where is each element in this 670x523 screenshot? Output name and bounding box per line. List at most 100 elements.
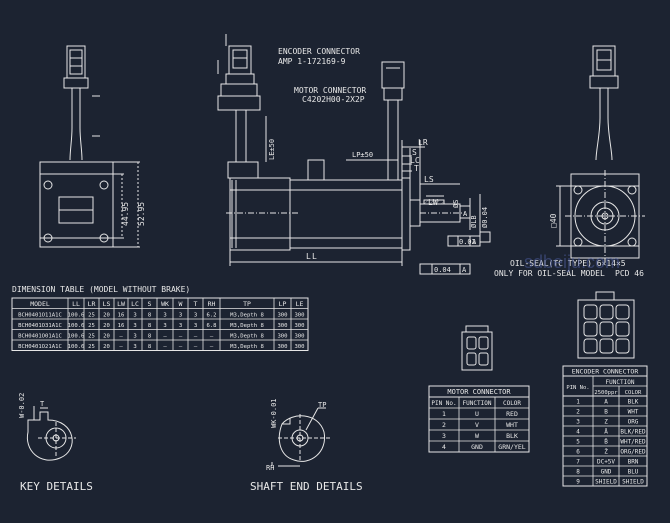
shaft-end-drawing xyxy=(271,407,330,467)
enc-table-frame xyxy=(562,395,648,487)
s-dim-label: S xyxy=(412,148,417,157)
motor-table-cell: W xyxy=(475,432,479,440)
dim-table-header: W xyxy=(179,300,183,308)
dim-table-header: LS xyxy=(103,300,111,308)
lr-dim-label: LR xyxy=(418,138,428,147)
dim-table-cell: 20 xyxy=(103,323,110,329)
ll-dim-label: L xyxy=(306,252,311,261)
key-t-label: T xyxy=(40,400,45,408)
dim-table-cell: 16 xyxy=(118,313,125,319)
motor-table-cell: BLK xyxy=(506,432,518,440)
dim-table-cell: M3,Depth 8 xyxy=(230,344,264,350)
dim-table-cell: 300 xyxy=(294,334,304,340)
lc-dim-label: LC xyxy=(410,156,420,165)
dim-table-header: RH xyxy=(208,300,216,308)
t-dim-label: T xyxy=(414,164,419,173)
dim-44-95: 44.95 xyxy=(121,202,130,226)
key-w-label: W-0.02 xyxy=(18,393,26,418)
dim-table-header: LE xyxy=(296,300,304,308)
enc-table-cell: GND xyxy=(601,469,612,476)
enc-table-cell: 8 xyxy=(576,469,580,476)
enc-table-cell: 5 xyxy=(576,439,580,446)
dim-table-cell: — xyxy=(119,334,123,340)
dim-table-cell: 3 xyxy=(133,323,136,329)
enc-table-cell: DC+5V xyxy=(597,459,615,466)
dim-table-cell: 8 xyxy=(148,344,152,350)
dim-52-95: 52.95 xyxy=(137,202,146,226)
motor-table-cell: 2 xyxy=(442,421,446,429)
enc-table-cell: BRN xyxy=(628,459,639,466)
dim-table-cell: BCH0401O21A1C xyxy=(18,344,62,350)
motor-table-header: FUNCTION xyxy=(463,400,492,407)
dim-table-header: LP xyxy=(279,300,287,308)
rear-view xyxy=(39,45,140,248)
enc-table-cell: BLU xyxy=(628,469,639,476)
dim-table-cell: 3 xyxy=(133,334,136,340)
dim-table-cell: 300 xyxy=(294,344,304,350)
watermark: sdbeiju.com xyxy=(524,252,620,272)
dim-table-cell: 100.6 xyxy=(68,344,85,350)
enc-table-cell: 7 xyxy=(576,459,580,466)
enc-table-cell: SHIELD xyxy=(622,479,644,486)
key-details-drawing xyxy=(26,406,76,461)
enc-table-header-color: COLOR xyxy=(625,390,642,396)
motor-table-cell: GND xyxy=(471,443,483,451)
flat-datum: A xyxy=(462,266,467,274)
dim-table-cell: 6.2 xyxy=(206,313,216,319)
dim-table-cell: — xyxy=(163,334,167,340)
dim-table-cell: 20 xyxy=(103,313,110,319)
dim-table-cell: 25 xyxy=(88,323,95,329)
oil-seal-label: OIL-SEAL(TC TYPE) 6×14×5 xyxy=(510,259,626,268)
enc-table-cell: 4 xyxy=(576,429,580,436)
dim-table-cell: — xyxy=(179,344,183,350)
pcd-label: PCD 46 xyxy=(615,269,644,278)
square-40-label: □40 xyxy=(549,213,558,228)
dim-table-header: WK xyxy=(161,300,169,308)
dim-table-cell: 300 xyxy=(277,344,287,350)
lp-dim-label: LP±50 xyxy=(352,151,373,159)
dim-table-cell: BCH0401O31A1C xyxy=(18,323,62,329)
dim-table-cell: 300 xyxy=(277,334,287,340)
motor-part-label: C4202H00-2X2P xyxy=(302,95,365,104)
motor-table-cell: RED xyxy=(506,410,518,418)
motor-connector-label: MOTOR CONNECTOR xyxy=(294,86,366,95)
dim-table-cell: 16 xyxy=(118,323,125,329)
enc-table-cell: ORG xyxy=(628,419,639,426)
tp-label: TP xyxy=(318,401,326,409)
ls-dim-label: LS xyxy=(424,175,434,184)
dim-table-cell: M3,Depth 8 xyxy=(230,334,264,340)
datum-a-label: A xyxy=(463,210,468,218)
dim-table-cell: — xyxy=(210,334,214,340)
enc-table-cell: B̄ xyxy=(604,438,608,445)
enc-table-cell: 2 xyxy=(576,409,580,416)
dimension-table-title: DIMENSION TABLE (MODEL WITHOUT BRAKE) xyxy=(12,285,190,294)
dim-table-header: LL xyxy=(72,300,80,308)
dim-table-cell: 3 xyxy=(179,323,182,329)
dim-table-cell: 20 xyxy=(103,334,110,340)
dim-table-cell: BCH0401O01A1C xyxy=(18,334,62,340)
dim-table-cell: 100.6 xyxy=(68,323,85,329)
motor-table-frame xyxy=(428,396,530,453)
dim-table-cell: 300 xyxy=(294,313,304,319)
dim-table-cell: — xyxy=(210,344,214,350)
dim-table-cell: 25 xyxy=(88,334,95,340)
enc-table-cell: BLK xyxy=(628,399,639,406)
enc-table-cell: WHT xyxy=(628,409,639,416)
motor-connector-pictogram xyxy=(461,325,493,371)
dim-table-header: S xyxy=(148,300,152,308)
le-dim-label: LE±50 xyxy=(268,139,276,160)
dim-table-cell: 100.6 xyxy=(68,334,85,340)
enc-table-cell: 6 xyxy=(576,449,580,456)
lw-dim-label: LW xyxy=(428,198,438,207)
dim-table-cell: M3,Depth 8 xyxy=(230,313,264,319)
motor-table-cell: 3 xyxy=(442,432,446,440)
wk-label: WK-0.01 xyxy=(270,398,278,428)
enc-table-header-function: FUNCTION xyxy=(606,379,635,386)
motor-table-cell: GRN/YEL xyxy=(498,443,525,451)
enc-table-cell: Ā xyxy=(604,429,608,436)
dim-table-cell: 300 xyxy=(277,323,287,329)
dim-table-cell: — xyxy=(179,334,183,340)
enc-table-cell: WHT/RED xyxy=(620,439,646,446)
